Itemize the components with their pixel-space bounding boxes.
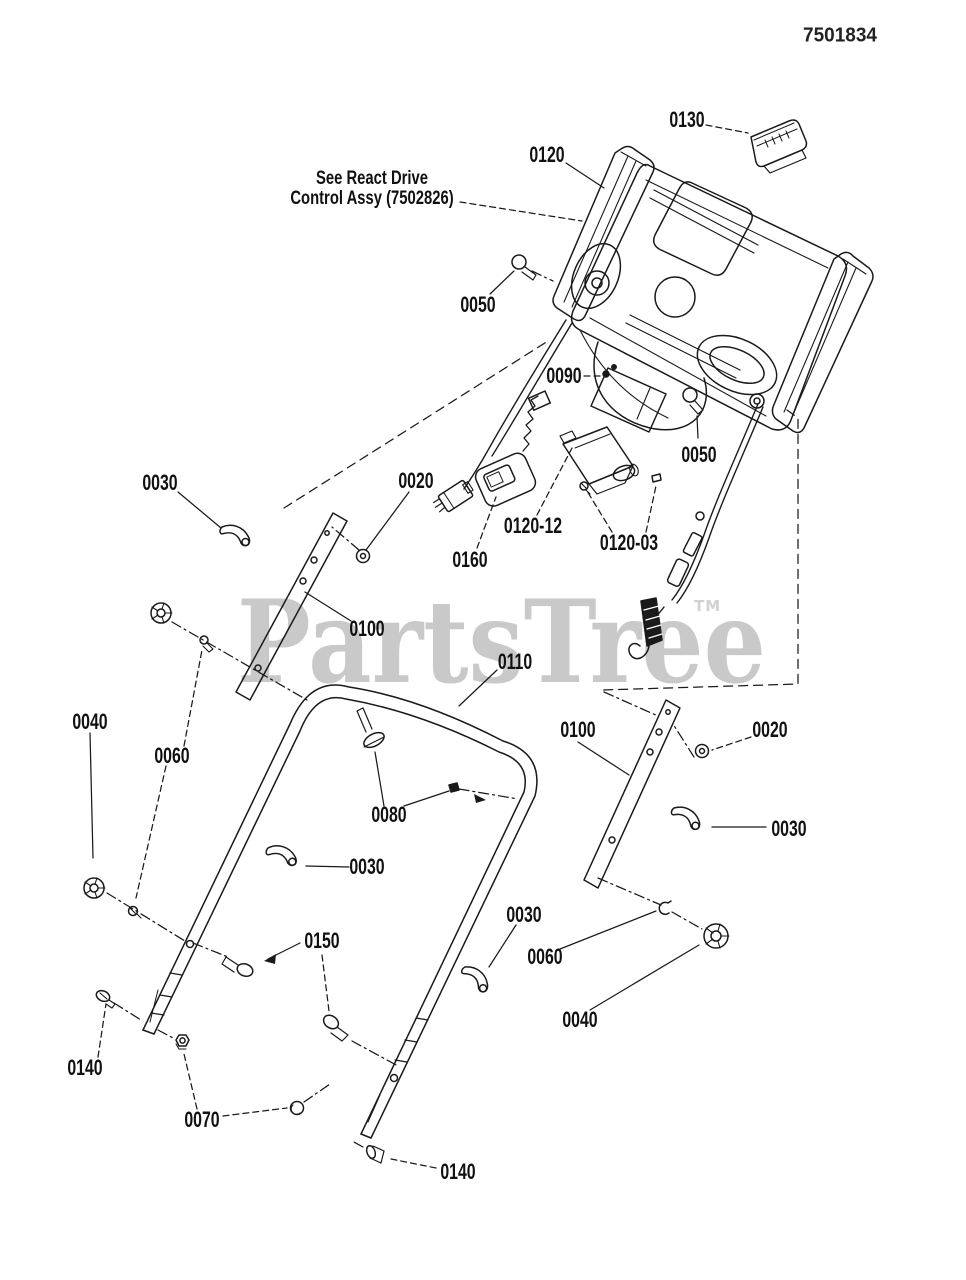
handles <box>142 512 681 1139</box>
washer-0020-upper <box>355 548 371 564</box>
callout-0100a: 0100 <box>349 616 385 641</box>
screw-0060-lower <box>127 905 142 919</box>
bolt-0060-upper <box>199 635 214 653</box>
callout-0030c: 0030 <box>771 816 807 841</box>
callout-0020b: 0020 <box>752 717 788 742</box>
reference-note: See React Drive Control Assy (7502826) <box>267 169 476 209</box>
controller-module <box>474 390 552 507</box>
callout-0160: 0160 <box>452 547 488 572</box>
callout-0120: 0120 <box>529 142 565 167</box>
callout-0150: 0150 <box>304 928 340 953</box>
wire-connector <box>432 479 474 513</box>
control-panel-assembly <box>552 119 874 434</box>
bolt-0080 <box>356 707 385 749</box>
knob-upper-left <box>150 602 173 624</box>
callout-0120-03: 0120-03 <box>599 530 659 555</box>
screw-small <box>579 481 591 495</box>
bolt-0150-left <box>221 956 254 978</box>
callout-0020a: 0020 <box>398 468 434 493</box>
plug-0140-bottom <box>365 1144 385 1164</box>
callout-0080: 0080 <box>371 802 407 827</box>
callout-0030b: 0030 <box>349 854 385 879</box>
washer-0020-right <box>694 743 710 759</box>
callout-0140a: 0140 <box>67 1055 103 1080</box>
leader-lines <box>89 124 799 1169</box>
callout-0050a: 0050 <box>460 292 496 317</box>
reference-note-line2: Control Assy (7502826) <box>290 188 454 209</box>
reference-note-line1: See React Drive <box>315 168 429 189</box>
hardware <box>83 254 730 1164</box>
spring <box>628 597 663 660</box>
screw-0140-left <box>95 989 116 1009</box>
callout-0140b: 0140 <box>440 1159 476 1184</box>
left-handle-bracket <box>235 512 348 701</box>
callout-0030a: 0030 <box>142 470 178 495</box>
pin-0050-left <box>511 254 537 281</box>
pin-small <box>651 473 662 483</box>
cables-and-electrics <box>432 319 764 660</box>
callout-0040a: 0040 <box>72 709 108 734</box>
knob-right <box>703 923 730 949</box>
clip-0060-right <box>658 900 672 916</box>
callout-0040b: 0040 <box>562 1007 598 1032</box>
callout-0110: 0110 <box>497 649 533 674</box>
grommet-0070 <box>289 1100 305 1116</box>
callout-0060a: 0060 <box>154 743 190 768</box>
right-handle-bracket <box>583 699 681 889</box>
knob-lower-left <box>83 877 106 899</box>
callout-0060b: 0060 <box>527 944 563 969</box>
battery-pack <box>590 364 667 433</box>
callout-0030d: 0030 <box>506 902 542 927</box>
pin-0050-right <box>682 387 704 415</box>
upper-handle-loop <box>142 684 538 1139</box>
bolt-0150-right <box>322 1014 349 1042</box>
callout-0090: 0090 <box>546 363 582 388</box>
document-number: 7501834 <box>803 24 877 47</box>
callout-0120-12: 0120-12 <box>503 513 563 538</box>
watermark-tm: TM <box>694 597 722 615</box>
callout-0070: 0070 <box>184 1107 220 1132</box>
switch-assembly <box>559 426 639 495</box>
callout-0050b: 0050 <box>681 442 717 467</box>
cover-0130 <box>750 119 808 174</box>
callout-0130: 0130 <box>669 107 705 132</box>
nut-0070 <box>175 1034 190 1050</box>
pin-0080 <box>448 782 460 793</box>
callout-0100b: 0100 <box>560 717 596 742</box>
